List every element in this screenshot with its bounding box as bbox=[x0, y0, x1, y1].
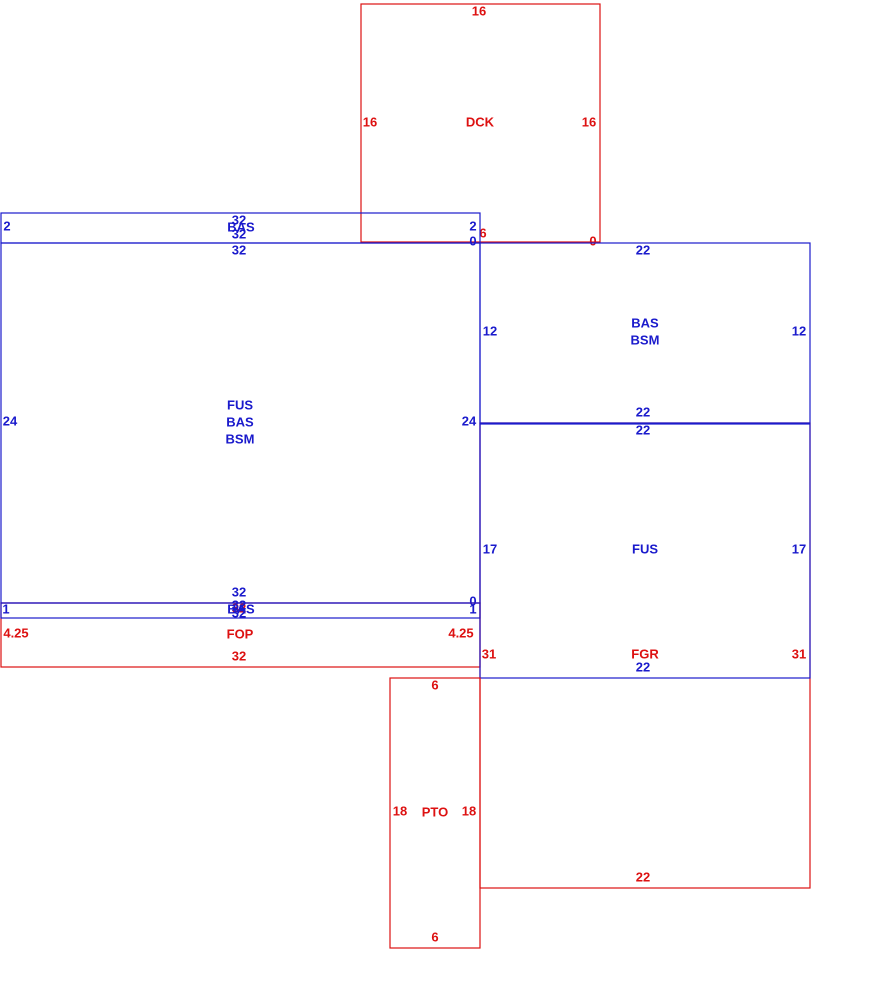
area-bas-strip-bottom: BAS 32 32 1 1 bbox=[0, 597, 481, 620]
right-bas-dim-right: 12 bbox=[792, 323, 806, 338]
dck-dim-right: 16 bbox=[582, 114, 596, 129]
main-dim-top: 32 bbox=[232, 242, 246, 257]
bas-bottom-dim-top: 32 bbox=[232, 597, 246, 612]
main-dim-right-zero: 0 bbox=[469, 593, 476, 608]
right-bas-dim-left: 12 bbox=[483, 323, 497, 338]
fgr-dim-right: 31 bbox=[792, 646, 806, 661]
right-bas-dim-top: 22 bbox=[636, 242, 650, 257]
right-bas-code-bas: BAS bbox=[631, 315, 659, 330]
dck-dim-top: 16 bbox=[472, 3, 486, 18]
area-right-bas-outline bbox=[479, 242, 811, 424]
fgr-code: FGR bbox=[631, 646, 659, 661]
area-main-fus: 32 24 24 FUS BAS BSM 32 0 bbox=[0, 242, 481, 608]
main-dim-bottom: 32 bbox=[232, 584, 246, 599]
fop-dim-bottom: 32 bbox=[232, 648, 246, 663]
main-code-fus: FUS bbox=[227, 397, 253, 412]
area-bas-strip-top: 32 BAS 32 2 2 0 bbox=[0, 212, 481, 248]
right-fus-dim-left: 17 bbox=[483, 541, 497, 556]
fgr-dim-left: 31 bbox=[482, 646, 496, 661]
bas-top-dim-right: 2 bbox=[469, 218, 476, 233]
right-bas-dim-bottom: 22 bbox=[636, 404, 650, 419]
fop-code: FOP bbox=[227, 626, 254, 641]
area-right-fus: 22 17 FUS 17 22 bbox=[479, 422, 811, 679]
bas-top-dim-right-zero: 0 bbox=[469, 233, 476, 248]
area-dck: 16 16 16 DCK 6 0 bbox=[360, 3, 601, 248]
bas-bottom-dim-left: 1 bbox=[2, 601, 9, 616]
fgr-dim-bottom: 22 bbox=[636, 869, 650, 884]
main-dim-left: 24 bbox=[3, 413, 18, 428]
dck-code: DCK bbox=[466, 114, 495, 129]
dck-dim-left: 16 bbox=[363, 114, 377, 129]
right-fus-dim-top: 22 bbox=[636, 422, 650, 437]
pto-dim-left: 18 bbox=[393, 803, 407, 818]
bas-top-code: BAS bbox=[227, 219, 255, 234]
bas-bottom-code: BAS bbox=[227, 601, 255, 616]
pto-dim-top: 6 bbox=[431, 677, 438, 692]
area-right-bas: 22 12 12 BAS BSM 22 bbox=[479, 242, 811, 424]
right-fus-dim-bottom: 22 bbox=[636, 659, 650, 674]
area-pto: 6 18 PTO 18 6 bbox=[389, 677, 481, 949]
bas-bottom-dim-right: 1 bbox=[469, 601, 476, 616]
area-fgr: 31 FGR 31 22 bbox=[479, 422, 811, 889]
right-bas-code-bsm: BSM bbox=[631, 332, 660, 347]
right-fus-dim-right: 17 bbox=[792, 541, 806, 556]
right-fus-code: FUS bbox=[632, 541, 658, 556]
area-right-fus-outline bbox=[479, 423, 811, 679]
fop-dim-left: 4.25 bbox=[3, 625, 28, 640]
area-pto-outline bbox=[389, 677, 481, 949]
bas-bottom-dim-bottom: 32 bbox=[232, 605, 246, 620]
dck-dim-bottom-left: 6 bbox=[479, 225, 486, 240]
main-code-bsm: BSM bbox=[226, 431, 255, 446]
fop-dim-right: 4.25 bbox=[448, 625, 473, 640]
pto-dim-bottom: 6 bbox=[431, 929, 438, 944]
dck-dim-bottom-right: 0 bbox=[589, 233, 596, 248]
main-code-bas: BAS bbox=[226, 414, 254, 429]
fop-dim-top: 32 bbox=[232, 600, 246, 615]
main-dim-right: 24 bbox=[462, 413, 477, 428]
bas-top-dim-left: 2 bbox=[3, 218, 10, 233]
pto-dim-right: 18 bbox=[462, 803, 476, 818]
pto-code: PTO bbox=[422, 804, 449, 819]
bas-top-dim-bottom: 32 bbox=[232, 226, 246, 241]
bas-top-dim-top: 32 bbox=[232, 212, 246, 227]
